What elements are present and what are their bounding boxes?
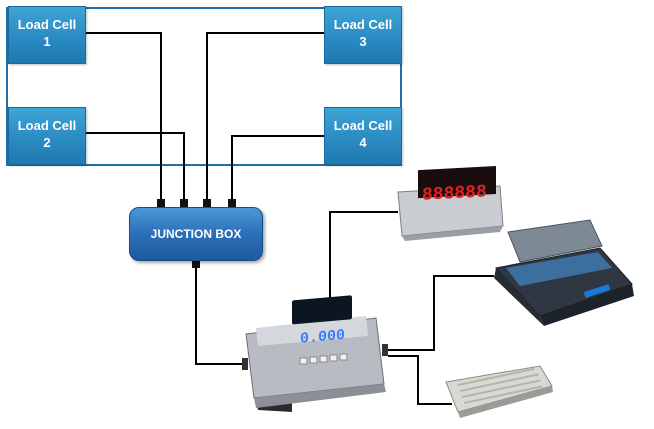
load-cell-4-label: Load Cell [333,118,393,133]
remote-display-icon: 888888 [397,166,504,241]
dot-matrix-printer-icon [494,219,634,326]
load-cell-3-label: Load Cell [333,17,393,32]
svg-text:888888: 888888 [422,182,487,205]
load-cell-2: Load Cell 2 [8,107,86,165]
load-cell-4-number: 4 [359,135,367,150]
load-cell-1-number: 1 [43,34,51,49]
wire-cell-3 [206,32,324,200]
wire-cell-4 [231,135,324,200]
wire-keyboard [388,355,452,405]
wire-junction-indicator [195,266,248,365]
platform-frame [6,7,402,166]
load-cell-2-number: 2 [43,135,51,150]
wire-cell-2 [84,132,185,200]
indicator-reading: 0.000 [300,326,345,348]
load-cell-3-number: 3 [359,34,367,49]
wire-remote-display [329,211,398,318]
load-cell-1-label: Load Cell [17,17,77,32]
wire-cell-1 [84,32,162,200]
load-cell-4: Load Cell 4 [324,107,402,165]
load-cell-3: Load Cell 3 [324,6,402,64]
junction-box: JUNCTION BOX [129,207,263,261]
weighing-indicator-icon: 0.000 [242,295,388,412]
wire-printer [388,275,494,351]
wire-group [84,32,494,405]
keyboard-icon [445,365,553,418]
load-cell-2-label: Load Cell [17,118,77,133]
junction-connectors [157,199,236,268]
load-cell-1: Load Cell 1 [8,6,86,64]
